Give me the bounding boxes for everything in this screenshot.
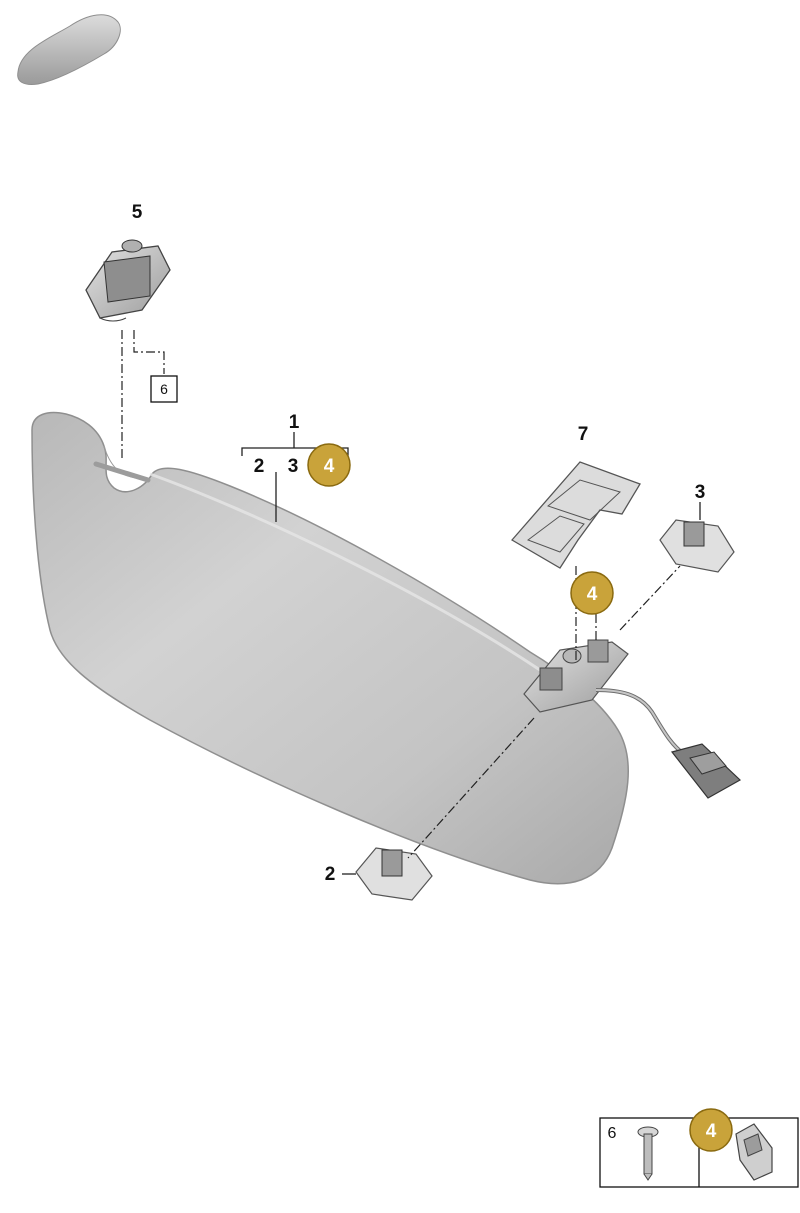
visor-clip-bottom-part — [355, 847, 433, 901]
callout-badge-visor: 4 — [307, 443, 351, 487]
assembly-lines — [121, 330, 681, 859]
fastener-inset-box: 6 4 — [599, 1108, 799, 1188]
wiring-harness — [595, 688, 742, 799]
mounting-bracket-part — [510, 461, 641, 569]
callout-clip-bottom: 2 — [325, 864, 336, 885]
callout-visor-sub-2: 2 — [254, 456, 265, 477]
callout-clip-right: 3 — [695, 482, 706, 503]
leader-lines — [241, 432, 701, 875]
callout-badge-visor-label: 4 — [324, 456, 335, 477]
callout-box-ref-label: 6 — [160, 381, 168, 397]
visor-hook-part — [85, 239, 171, 322]
vehicle-thumbnail-icon — [17, 14, 121, 85]
callout-bracket: 7 — [578, 424, 589, 445]
sun-visor-part — [31, 411, 630, 885]
callout-box-ref — [150, 375, 178, 403]
callout-visor-sub-3: 3 — [288, 456, 299, 477]
callout-badge-inset-label: 4 — [706, 1121, 717, 1142]
callout-hook: 5 — [132, 202, 143, 223]
retaining-clip-icon — [735, 1123, 773, 1181]
visor-clip-right-part — [659, 519, 735, 573]
callout-badge-mount-label: 4 — [587, 584, 598, 605]
inset-label-screw: 6 — [608, 1125, 617, 1142]
callout-badge-mount: 4 — [570, 571, 614, 615]
visor-mount-housing — [523, 639, 629, 713]
callout-visor: 1 — [289, 412, 300, 433]
screw-icon — [637, 1126, 659, 1181]
callout-badge-inset: 4 — [689, 1108, 733, 1152]
